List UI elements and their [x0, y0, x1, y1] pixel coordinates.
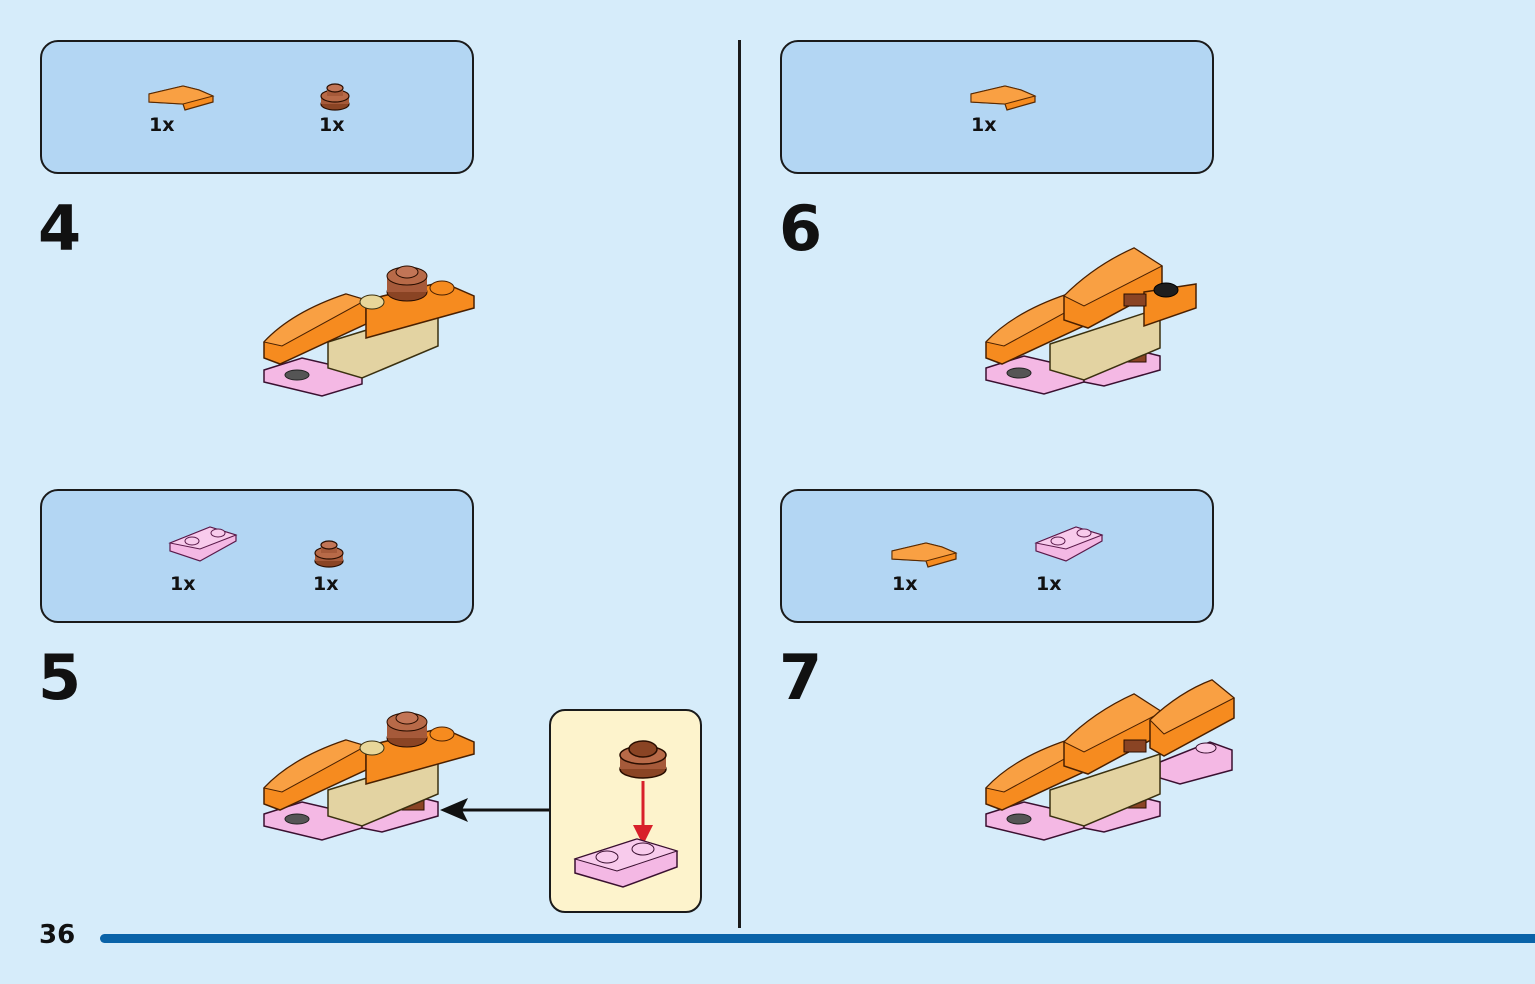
pink-inverted-slope-plate-icon — [573, 838, 679, 888]
brown-round-plate-icon — [320, 83, 350, 111]
column-divider — [738, 40, 741, 928]
arrow-left-icon — [440, 798, 550, 822]
model-step-6-illustration — [985, 247, 1197, 395]
model-step-5-illustration — [263, 711, 475, 841]
parts-box-step-7: 1x 1x — [780, 489, 1214, 623]
pink-inverted-slope-plate-icon — [169, 526, 237, 562]
pink-inverted-slope-plate-icon — [1035, 526, 1103, 562]
part-qty: 1x — [313, 573, 339, 595]
part-qty: 1x — [971, 114, 997, 136]
step-number: 5 — [38, 641, 82, 714]
step-number: 7 — [779, 641, 823, 714]
step-number: 4 — [38, 192, 82, 265]
brown-round-plate-icon — [314, 540, 344, 568]
part-qty: 1x — [892, 573, 918, 595]
part-qty: 1x — [319, 114, 345, 136]
down-arrow-icon — [633, 781, 653, 845]
parts-box-step-6: 1x — [780, 40, 1214, 174]
part-qty: 1x — [1036, 573, 1062, 595]
page-number: 36 — [39, 920, 76, 950]
orange-curved-slope-brick-icon — [148, 85, 214, 111]
orange-curved-slope-brick-icon — [970, 85, 1036, 111]
brown-round-plate-icon — [619, 740, 667, 779]
model-step-7-illustration — [985, 679, 1235, 841]
orange-curved-slope-brick-icon — [891, 542, 957, 568]
progress-bar — [100, 934, 1535, 943]
sub-assembly-callout — [549, 709, 702, 913]
parts-box-step-4: 1x 1x — [40, 40, 474, 174]
part-qty: 1x — [170, 573, 196, 595]
step-number: 6 — [779, 192, 823, 265]
parts-box-step-5: 1x 1x — [40, 489, 474, 623]
model-step-4-illustration — [263, 265, 475, 397]
part-qty: 1x — [149, 114, 175, 136]
